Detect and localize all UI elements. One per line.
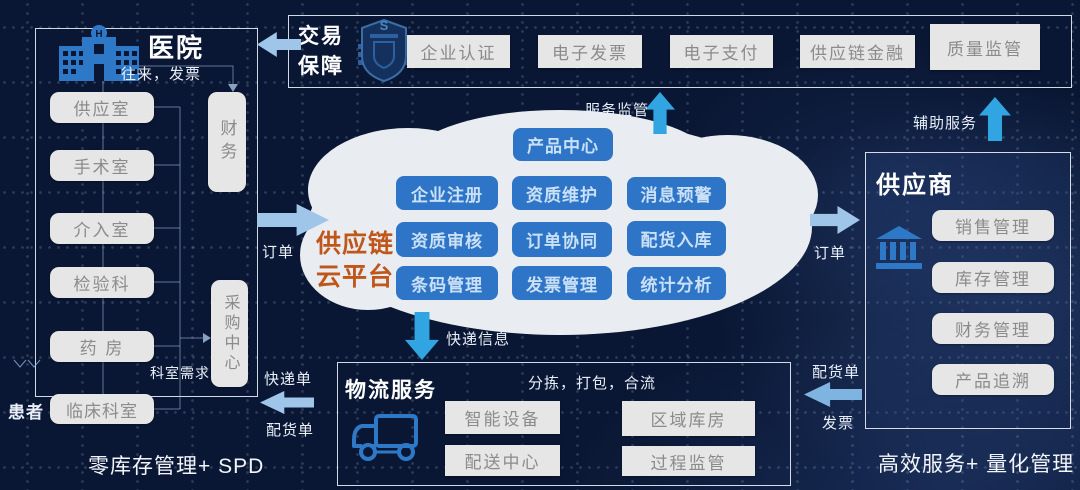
order-to-platform-label: 订单	[262, 244, 295, 261]
cloud-title-line1: 供应链	[316, 230, 395, 258]
module-barcode-management: 条码管理	[396, 266, 498, 300]
svg-text:H: H	[95, 29, 102, 40]
invoice-label: 发票	[822, 415, 855, 432]
module-invoice-management: 发票管理	[512, 266, 612, 300]
supplier-title: 供应商	[876, 172, 954, 199]
logistics-item-distribution-center: 配送中心	[445, 445, 560, 476]
supplier-item-traceability: 产品追溯	[932, 364, 1054, 395]
truck-icon	[352, 414, 418, 461]
shield-icon: S	[358, 18, 410, 83]
bank-icon	[876, 226, 922, 269]
svg-text:S: S	[380, 18, 389, 33]
delivery-note-hospital-label: 配货单	[266, 422, 315, 439]
finance-box: 财务	[208, 92, 246, 192]
express-info-label: 快递信息	[446, 331, 511, 348]
transaction-item-enterprise-cert: 企业认证	[407, 35, 510, 68]
dept-intervention-room: 介入室	[50, 213, 154, 244]
auxiliary-service-label: 辅助服务	[913, 115, 978, 132]
dept-demand-label: 科室需求	[150, 365, 210, 381]
transaction-title-line2: 保障	[298, 55, 344, 79]
dept-pharmacy: 药 房	[50, 331, 154, 362]
logistics-item-smart-devices: 智能设备	[445, 401, 560, 434]
logistics-panel	[337, 362, 791, 486]
module-order-collaboration: 订单协同	[512, 222, 612, 257]
dept-clinical: 临床科室	[50, 394, 154, 424]
module-product-center: 产品中心	[513, 128, 613, 161]
supplier-item-inventory: 库存管理	[932, 262, 1054, 293]
module-message-alert: 消息预警	[627, 177, 726, 210]
transaction-item-sc-finance: 供应链金融	[800, 35, 915, 68]
dept-laboratory: 检验科	[50, 267, 154, 298]
module-enterprise-register: 企业注册	[396, 176, 498, 210]
transaction-item-e-invoice: 电子发票	[538, 35, 642, 68]
module-qualification-maintain: 资质维护	[512, 176, 612, 210]
module-qualification-review: 资质审核	[396, 222, 498, 257]
transaction-title: 交易 保障	[298, 22, 344, 83]
flow-label: 往来，发票	[121, 66, 202, 83]
hospital-title: 医院	[148, 33, 205, 63]
logistics-title: 物流服务	[345, 379, 437, 402]
supplier-item-sales: 销售管理	[932, 210, 1054, 241]
transaction-item-e-payment: 电子支付	[670, 35, 773, 68]
procurement-center-box: 采购中心	[211, 280, 248, 387]
patient-label: 患者	[8, 403, 44, 422]
express-note-label: 快递单	[264, 371, 313, 388]
hospital-caption: 零库存管理+ SPD	[88, 455, 265, 478]
module-distribution-inbound: 配货入库	[627, 221, 726, 256]
logistics-item-process-supervision: 过程监管	[622, 446, 755, 476]
supplier-caption: 高效服务+ 量化管理	[878, 453, 1075, 476]
service-supervision-label: 服务监管	[585, 102, 650, 119]
cloud-title-line2: 云平台	[316, 262, 395, 291]
dept-supply-room: 供应室	[50, 92, 154, 123]
delivery-note-supplier-label: 配货单	[812, 364, 861, 381]
supplier-item-finance: 财务管理	[932, 313, 1054, 344]
logistics-note: 分拣，打包，合流	[528, 375, 657, 392]
order-to-supplier-label: 订单	[814, 245, 847, 262]
transaction-panel	[288, 15, 1072, 88]
module-statistics-analysis: 统计分析	[627, 267, 726, 300]
hospital-icon: H	[59, 25, 139, 81]
transaction-title-line1: 交易	[298, 25, 344, 48]
logistics-item-regional-warehouse: 区域库房	[622, 401, 755, 436]
cloud-title: 供应链 云平台	[316, 228, 394, 293]
transaction-item-quality-supervision: 质量监管	[930, 24, 1040, 70]
dept-operating-room: 手术室	[50, 150, 154, 181]
